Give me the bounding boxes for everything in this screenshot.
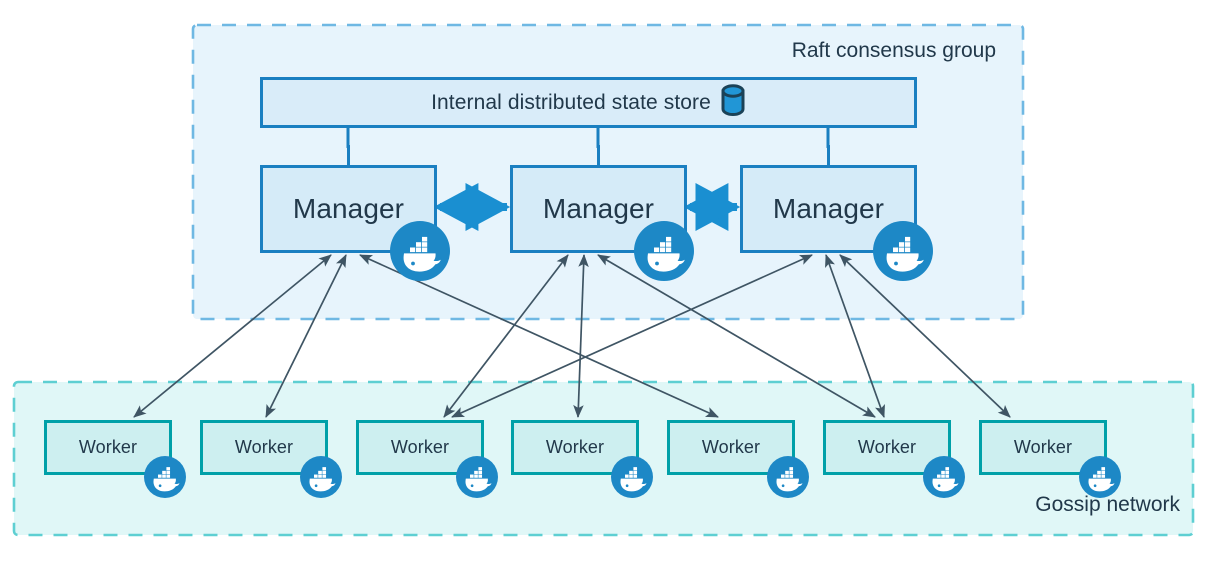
worker-box-worker-3[interactable]: Worker — [356, 420, 484, 475]
manager-label: Manager — [772, 193, 885, 224]
internal-state-store-box[interactable]: Internal distributed state store — [260, 77, 917, 128]
docker-whale-icon-manager-2 — [634, 221, 694, 281]
manager-label: Manager — [542, 193, 655, 224]
docker-whale-icon-worker-5 — [767, 456, 809, 498]
group-label-gossip-network: Gossip network — [1035, 493, 1180, 516]
docker-whale-icon-manager-1 — [390, 221, 450, 281]
worker-label: Worker — [857, 437, 917, 457]
worker-label: Worker — [1013, 437, 1073, 457]
docker-whale-icon-worker-2 — [300, 456, 342, 498]
docker-whale-icon-manager-3 — [873, 221, 933, 281]
arrow-link-m3-w7 — [839, 254, 1011, 418]
docker-whale-icon-worker-7 — [1079, 456, 1121, 498]
store-to-manager-connectors — [346, 128, 830, 165]
worker-label: Worker — [701, 437, 761, 457]
connector-store-to-manager-1 — [346, 128, 350, 165]
connector-store-to-manager-2 — [596, 128, 600, 165]
arrow-link-m1-w2 — [265, 254, 347, 418]
state-store-label: Internal distributed state store — [431, 90, 711, 114]
docker-whale-icon-worker-6 — [923, 456, 965, 498]
group-label-raft-consensus-group: Raft consensus group — [792, 39, 996, 62]
manager-label: Manager — [292, 193, 405, 224]
connector-store-to-manager-3 — [826, 128, 830, 165]
manager-worker-links — [133, 253, 1011, 419]
worker-label: Worker — [78, 437, 138, 457]
database-cylinder-icon — [720, 84, 746, 121]
worker-label: Worker — [545, 437, 605, 457]
docker-whale-icon-worker-3 — [456, 456, 498, 498]
docker-whale-icon-worker-1 — [144, 456, 186, 498]
arrow-link-m3-w3 — [451, 254, 813, 418]
worker-label: Worker — [390, 437, 450, 457]
docker-whale-icon-worker-4 — [611, 456, 653, 498]
worker-label: Worker — [234, 437, 294, 457]
